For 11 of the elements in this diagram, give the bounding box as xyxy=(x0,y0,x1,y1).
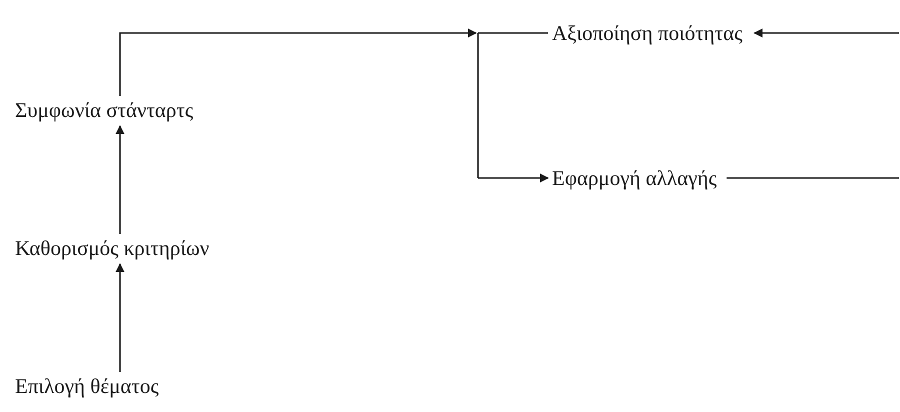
arrow xyxy=(754,28,899,38)
bracket-line xyxy=(476,32,480,179)
step-label: Επιλογή θέματος xyxy=(15,374,159,398)
step-label: Καθορισμός κριτηρίων xyxy=(15,236,210,260)
arrow xyxy=(119,28,477,96)
step-label: Συμφωνία στάνταρτς xyxy=(15,98,194,122)
arrow xyxy=(478,174,549,182)
arrow xyxy=(116,263,124,372)
arrow xyxy=(116,125,124,234)
step-label: Εφαρμογή αλλαγής xyxy=(552,166,717,190)
step-label: Αξιοποίηση ποιότητας xyxy=(552,21,742,45)
